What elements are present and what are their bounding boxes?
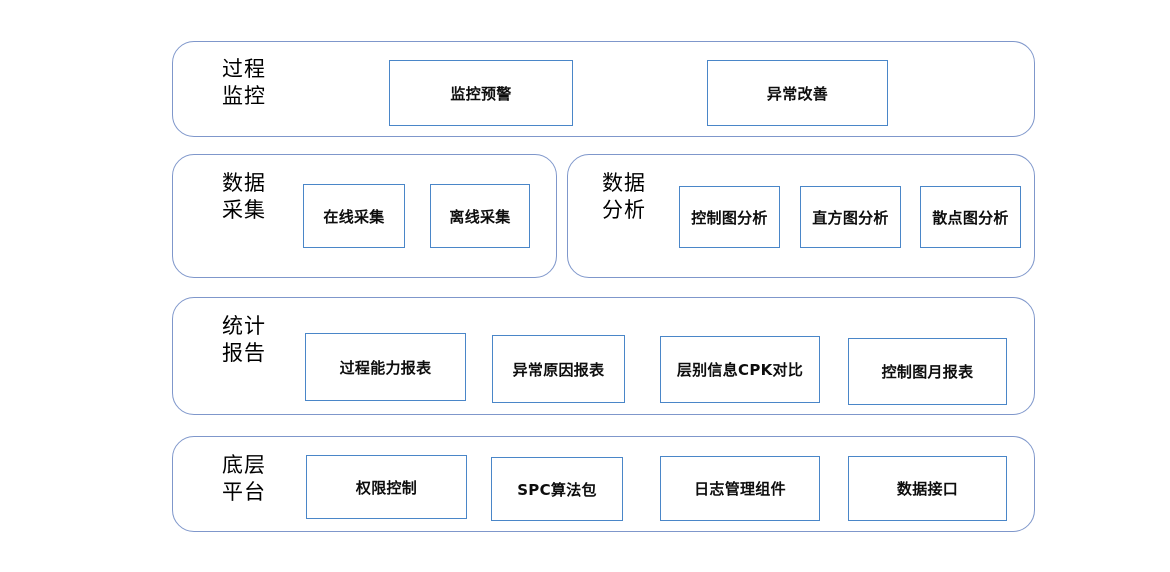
node-label: 监控预警: [450, 84, 512, 103]
layer-title-data-analysis: 数据 分析: [602, 171, 646, 222]
node-label: 直方图分析: [812, 208, 889, 227]
layer-title-base-platform: 底层 平台: [222, 453, 266, 504]
node-label: 散点图分析: [932, 208, 1009, 227]
node-label: 过程能力报表: [339, 358, 432, 377]
node-label: 层别信息CPK对比: [676, 361, 804, 379]
node-control-chart-analysis[interactable]: 控制图分析: [679, 186, 780, 248]
node-permission-control[interactable]: 权限控制: [306, 455, 467, 519]
node-label: 异常改善: [766, 84, 829, 103]
node-process-capability-report[interactable]: 过程能力报表: [305, 333, 466, 401]
node-label: 异常原因报表: [512, 360, 605, 379]
node-data-interface[interactable]: 数据接口: [848, 456, 1007, 521]
node-stratified-cpk-comparison[interactable]: 层别信息CPK对比: [660, 336, 820, 403]
node-control-chart-monthly-report[interactable]: 控制图月报表: [848, 338, 1007, 405]
node-label: 离线采集: [449, 207, 511, 226]
node-spc-algorithm-package[interactable]: SPC算法包: [491, 457, 623, 521]
node-label: 权限控制: [355, 478, 418, 497]
node-online-collection[interactable]: 在线采集: [303, 184, 405, 248]
node-abnormal-improvement[interactable]: 异常改善: [707, 60, 888, 126]
layer-title-process-monitoring: 过程 监控: [222, 57, 266, 108]
node-scatter-plot-analysis[interactable]: 散点图分析: [920, 186, 1021, 248]
node-label: 日志管理组件: [694, 480, 786, 498]
layer-title-data-collection: 数据 采集: [222, 171, 266, 222]
node-monitoring-alert[interactable]: 监控预警: [389, 60, 573, 126]
node-label: 控制图分析: [691, 208, 768, 227]
node-offline-collection[interactable]: 离线采集: [430, 184, 530, 248]
node-label: 数据接口: [896, 480, 959, 498]
node-abnormal-cause-report[interactable]: 异常原因报表: [492, 335, 625, 403]
node-histogram-analysis[interactable]: 直方图分析: [800, 186, 901, 248]
node-label: 在线采集: [323, 207, 385, 226]
node-label: 控制图月报表: [881, 363, 974, 381]
node-log-management-component[interactable]: 日志管理组件: [660, 456, 820, 521]
layer-title-statistical-report: 统计 报告: [222, 314, 266, 365]
layer-process-monitoring: [172, 41, 1035, 137]
node-label: SPC算法包: [517, 480, 597, 499]
